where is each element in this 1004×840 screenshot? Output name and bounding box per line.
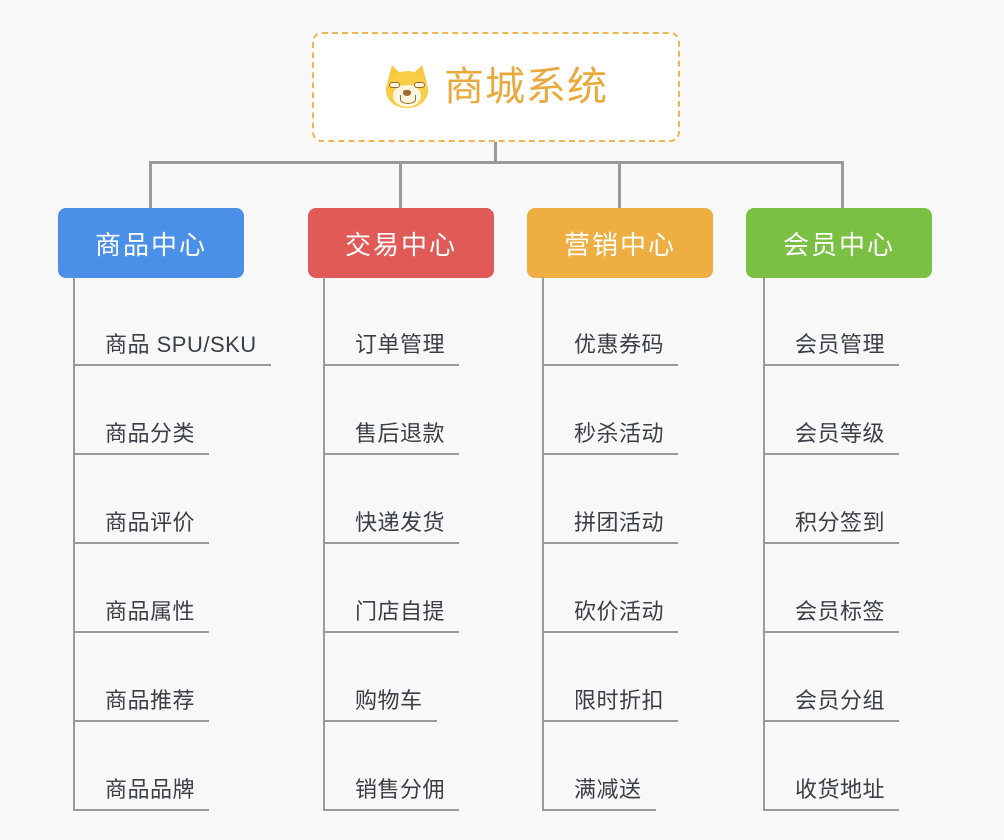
branch-column-3: 优惠券码 秒杀活动 拼团活动 砍价活动 限时折扣 满减送 [542, 277, 679, 811]
connector-root-stem [494, 142, 497, 164]
list-item[interactable]: 会员等级 [763, 366, 900, 455]
list-item[interactable]: 拼团活动 [542, 455, 679, 544]
list-item[interactable]: 快递发货 [323, 455, 460, 544]
shiba-mouth [400, 95, 416, 104]
list-item[interactable]: 订单管理 [323, 277, 460, 366]
list-item[interactable]: 售后退款 [323, 366, 460, 455]
leaf-label: 秒杀活动 [574, 420, 665, 446]
leaf-label: 快递发货 [355, 509, 446, 535]
leaf-label: 商品 SPU/SKU [105, 331, 257, 357]
list-item[interactable]: 限时折扣 [542, 633, 679, 722]
connector-drop-4 [841, 161, 844, 208]
list-item[interactable]: 门店自提 [323, 544, 460, 633]
leaf-label: 商品推荐 [105, 687, 196, 713]
connector-drop-3 [618, 161, 621, 208]
list-item[interactable]: 商品 SPU/SKU [73, 277, 271, 366]
connector-horizontal-bus [149, 161, 844, 164]
leaf-label: 会员标签 [795, 598, 886, 624]
branch-column-2: 订单管理 售后退款 快递发货 门店自提 购物车 销售分佣 [323, 277, 460, 811]
branch-title-2: 交易中心 [344, 229, 457, 260]
leaf-label: 会员分组 [795, 687, 886, 713]
branch-column-4: 会员管理 会员等级 积分签到 会员标签 会员分组 收货地址 [763, 277, 900, 811]
leaf-label: 商品品牌 [105, 776, 196, 802]
leaf-label: 满减送 [574, 776, 642, 802]
leaf-label: 商品属性 [105, 598, 196, 624]
branch-spine-3 [542, 277, 544, 811]
list-item[interactable]: 商品品牌 [73, 722, 271, 811]
list-item[interactable]: 商品评价 [73, 455, 271, 544]
shiba-inu-face-icon [383, 62, 431, 109]
branch-header-4[interactable]: 会员中心 [746, 208, 932, 278]
leaf-label: 商品评价 [105, 509, 196, 535]
branch-spine-4 [763, 277, 765, 811]
root-node[interactable]: 商城系统 [312, 32, 680, 142]
branch-header-2[interactable]: 交易中心 [308, 208, 494, 278]
connector-drop-2 [399, 161, 402, 208]
list-item[interactable]: 会员标签 [763, 544, 900, 633]
shiba-nose [403, 90, 411, 96]
leaf-label: 拼团活动 [574, 509, 665, 535]
leaf-label: 积分签到 [795, 509, 886, 535]
branch-title-4: 会员中心 [782, 229, 895, 260]
leaf-label: 购物车 [355, 687, 423, 713]
branch-spine-1 [73, 277, 75, 811]
shiba-eye-left [389, 82, 400, 88]
leaf-label: 会员等级 [795, 420, 886, 446]
list-item[interactable]: 会员管理 [763, 277, 900, 366]
list-item[interactable]: 商品分类 [73, 366, 271, 455]
list-item[interactable]: 购物车 [323, 633, 459, 722]
leaf-label: 砍价活动 [574, 598, 665, 624]
branch-spine-2 [323, 277, 325, 811]
list-item[interactable]: 商品推荐 [73, 633, 271, 722]
leaf-label: 优惠券码 [574, 331, 665, 357]
shiba-eye-right [414, 82, 425, 88]
list-item[interactable]: 收货地址 [763, 722, 900, 811]
leaf-label: 销售分佣 [355, 776, 446, 802]
branch-column-1: 商品 SPU/SKU 商品分类 商品评价 商品属性 商品推荐 商品品牌 [73, 277, 271, 811]
list-item[interactable]: 满减送 [542, 722, 678, 811]
leaf-label: 收货地址 [795, 776, 886, 802]
list-item[interactable]: 销售分佣 [323, 722, 460, 811]
leaf-label: 限时折扣 [574, 687, 665, 713]
leaf-label: 会员管理 [795, 331, 886, 357]
list-item[interactable]: 商品属性 [73, 544, 271, 633]
leaf-label: 售后退款 [355, 420, 446, 446]
branch-title-3: 营销中心 [563, 229, 676, 260]
leaf-label: 门店自提 [355, 598, 446, 624]
list-item[interactable]: 会员分组 [763, 633, 900, 722]
branch-header-1[interactable]: 商品中心 [58, 208, 244, 278]
list-item[interactable]: 积分签到 [763, 455, 900, 544]
connector-drop-1 [149, 161, 152, 208]
branch-header-3[interactable]: 营销中心 [527, 208, 713, 278]
leaf-label: 商品分类 [105, 420, 196, 446]
leaf-label: 订单管理 [355, 331, 446, 357]
root-title: 商城系统 [444, 65, 608, 109]
branch-title-1: 商品中心 [94, 229, 207, 260]
list-item[interactable]: 优惠券码 [542, 277, 679, 366]
list-item[interactable]: 砍价活动 [542, 544, 679, 633]
list-item[interactable]: 秒杀活动 [542, 366, 679, 455]
